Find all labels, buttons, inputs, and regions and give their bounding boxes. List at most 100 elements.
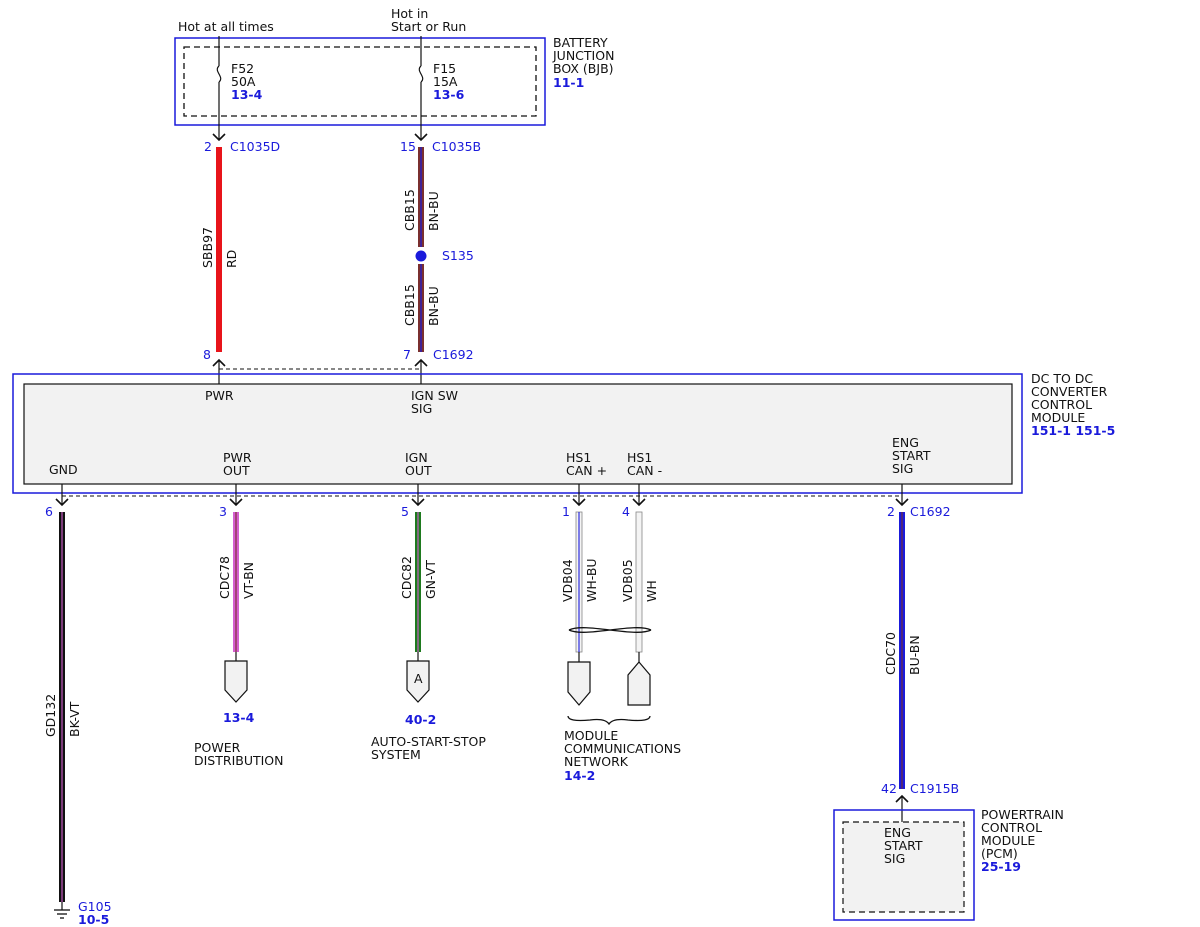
pin-8-label: 8 — [203, 347, 211, 362]
twisted-pair-icon — [568, 627, 652, 633]
bjb-box — [174, 37, 546, 126]
wire-vdb04-color: WH-BU — [584, 558, 599, 602]
wire-cdc82-circuit: CDC82 — [399, 556, 414, 599]
pwr-distribution-ref-link[interactable]: 13-4 — [223, 710, 255, 725]
auto-start-stop-ref-link[interactable]: 40-2 — [405, 712, 436, 727]
dcdc-pin-pwr-out-2: OUT — [223, 463, 250, 478]
pcm-ref-link[interactable]: 25-19 — [981, 859, 1021, 874]
arrow-pin4 — [632, 498, 646, 507]
connector-letter-a: A — [414, 671, 423, 686]
fuse-f52-ref-link[interactable]: 13-4 — [231, 87, 263, 102]
wire-cdc70-color: BU-BN — [907, 635, 922, 675]
fuse-f15-id: F15 — [433, 61, 456, 76]
connector-c1035b-label: C1035B — [432, 139, 481, 154]
wire-cbb15-upper-color: BN-BU — [426, 191, 441, 231]
pcm-name-line3: MODULE — [981, 833, 1035, 848]
network-brace-icon — [567, 715, 651, 726]
pcm-inner-dashed — [842, 821, 965, 913]
dcdc-pin-ign-sw-2: SIG — [411, 401, 432, 416]
arrow-pin3 — [229, 498, 243, 507]
connector-c1915b-label: C1915B — [910, 781, 959, 796]
dcdc-pin-gnd: GND — [49, 462, 78, 477]
dcdc-name-line4: MODULE — [1031, 410, 1085, 425]
network-line3: NETWORK — [564, 754, 629, 769]
pin-2-c1035d: 2 — [204, 139, 212, 154]
pin-15-c1035b: 15 — [400, 139, 416, 154]
dcdc-pin-ign-out-2: OUT — [405, 463, 432, 478]
pin-6-label: 6 — [45, 504, 53, 519]
dcdc-name-line1: DC TO DC — [1031, 371, 1093, 386]
splice-s135-label: S135 — [442, 248, 474, 263]
pcm-name-line4: (PCM) — [981, 846, 1018, 861]
network-line1: MODULE — [564, 728, 618, 743]
pcm-sig-line2: START — [884, 838, 923, 853]
connector-pwr-distribution-icon — [224, 660, 248, 703]
ground-g105-label: G105 — [78, 899, 112, 914]
wire-gd132-circuit: GD132 — [43, 694, 58, 737]
pin-5-label: 5 — [401, 504, 409, 519]
wire-cbb15-lower-color: BN-BU — [426, 286, 441, 326]
fuse-f15-rating: 15A — [433, 74, 458, 89]
wire-vdb05-color: WH — [644, 580, 659, 602]
connector-can-m-icon — [627, 661, 651, 706]
pin-3-label: 3 — [219, 504, 227, 519]
bjb-name-line3: BOX (BJB) — [553, 61, 614, 76]
fuse-f52-rating: 50A — [231, 74, 256, 89]
wire-cdc78-color: VT-BN — [241, 562, 256, 599]
label-hot-all-times: Hot at all times — [178, 19, 274, 34]
arrow-pin6 — [55, 498, 69, 507]
wire-cdc82-color: GN-VT — [423, 560, 438, 599]
dcdc-pin-can-m-2: CAN - — [627, 463, 662, 478]
pcm-box — [833, 809, 975, 921]
dcdc-pin-pwr-out-1: PWR — [223, 450, 252, 465]
network-line2: COMMUNICATIONS — [564, 741, 681, 756]
auto-start-stop-line2: SYSTEM — [371, 747, 421, 762]
dcdc-pin-can-p-2: CAN + — [566, 463, 607, 478]
bjb-ref-link[interactable]: 11-1 — [553, 75, 584, 90]
dcdc-pin-eng-1: ENG — [892, 435, 919, 450]
connector-c1035b-arrow — [414, 133, 428, 142]
fuse-f52-symbol — [216, 65, 222, 83]
wire-gd132-color: BK-VT — [67, 701, 82, 737]
connector-c1692-bottom-label: C1692 — [910, 504, 951, 519]
label-start-or-run: Start or Run — [391, 19, 466, 34]
fuse-f15-ref-link[interactable]: 13-6 — [433, 87, 465, 102]
dcdc-pin-can-m-1: HS1 — [627, 450, 652, 465]
connector-can-p-icon — [567, 661, 591, 706]
pin-7-label: 7 — [403, 347, 411, 362]
dcdc-pin-ign-sw-1: IGN SW — [411, 388, 458, 403]
wire-sbb97 — [216, 147, 222, 352]
ground-g105-ref-link[interactable]: 10-5 — [78, 912, 109, 927]
fuse-f15-symbol — [418, 65, 424, 83]
dcdc-name-line3: CONTROL — [1031, 397, 1092, 412]
wire-cdc78-circuit: CDC78 — [217, 556, 232, 599]
connector-c1035d-arrow — [212, 133, 226, 142]
bjb-name-line1: BATTERY — [553, 35, 608, 50]
pcm-name-line2: CONTROL — [981, 820, 1042, 835]
wire-sbb97-color: RD — [224, 250, 239, 268]
wire-cdc70-circuit: CDC70 — [883, 632, 898, 675]
network-ref-link[interactable]: 14-2 — [564, 768, 595, 783]
pcm-sig-line1: ENG — [884, 825, 911, 840]
connector-auto-start-stop-icon — [406, 660, 430, 703]
pin-2-lower-label: 2 — [887, 504, 895, 519]
connector-c1035d-label: C1035D — [230, 139, 280, 154]
pcm-name-line1: POWERTRAIN — [981, 807, 1064, 822]
wire-vdb05 — [635, 511, 643, 653]
pin-4-label: 4 — [622, 504, 630, 519]
bjb-inner-dashed — [183, 46, 537, 117]
splice-s135-dot — [415, 250, 427, 262]
arrow-pin2 — [895, 498, 909, 507]
arrow-pin5 — [411, 498, 425, 507]
ground-icon — [54, 909, 70, 919]
label-hot-in: Hot in — [391, 6, 428, 21]
dcdc-pin-can-p-1: HS1 — [566, 450, 591, 465]
pin-42-label: 42 — [881, 781, 897, 796]
pwr-distribution-line1: POWER — [194, 740, 241, 755]
wire-sbb97-circuit: SBB97 — [200, 227, 215, 268]
auto-start-stop-line1: AUTO-START-STOP — [371, 734, 486, 749]
wire-vdb05-circuit: VDB05 — [620, 559, 635, 602]
dcdc-refs-link[interactable]: 151-1 151-5 — [1031, 423, 1115, 438]
dcdc-module-inner — [23, 383, 1013, 485]
